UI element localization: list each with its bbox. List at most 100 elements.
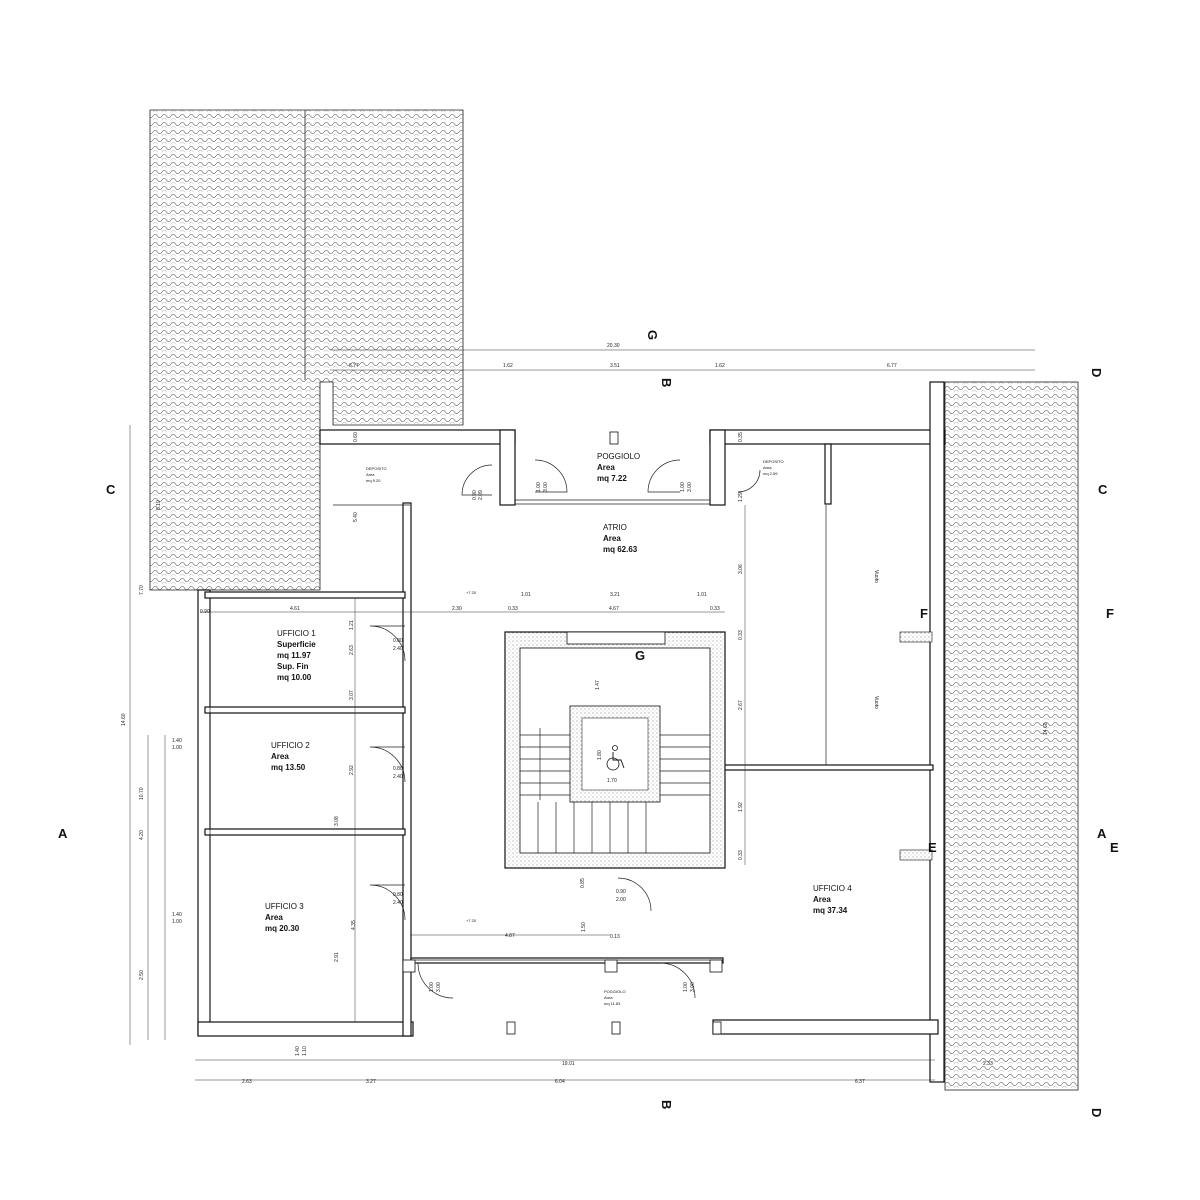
dim-top-3: 3.51 — [610, 363, 620, 369]
dim-stair-2: 3.21 — [610, 592, 620, 598]
dim-door-bal-4a: 1.00 — [683, 982, 689, 992]
dim-door-u2-h: 2.40 — [393, 774, 403, 780]
dim-right-2: 0.33 — [738, 630, 744, 640]
section-marker-b-top: B — [659, 378, 674, 387]
dim-mid-2: 2.30 — [452, 606, 462, 612]
ufficio4-area-label: Area — [813, 895, 831, 904]
deposito-left-area-value: mq 9.20 — [366, 478, 381, 483]
dimension-lines — [129, 349, 1035, 1081]
dim-mid-3: 0.33 — [508, 606, 518, 612]
atrio-area-value: mq 62.63 — [603, 545, 638, 554]
ufficio4-area-value: mq 37.34 — [813, 906, 848, 915]
dim-door-bal-2a: 1.00 — [680, 482, 686, 492]
void-label-upper: Vuoto — [873, 570, 879, 583]
dim-window-1a: 1.40 — [172, 738, 182, 744]
dim-stair-door-h: 2.00 — [616, 897, 626, 903]
section-marker-e-right: E — [1110, 840, 1119, 855]
dim-misc-4: 1.29 — [738, 492, 744, 502]
dim-misc-12: 0.90 — [472, 490, 478, 500]
dim-right-3: 2.67 — [738, 700, 744, 710]
dim-door-bal-3a: 1.00 — [429, 982, 435, 992]
deposito-left-area-label: Area — [366, 472, 375, 477]
dim-left-2: 10.70 — [139, 787, 145, 800]
dim-door-bal-1b: 3.00 — [543, 482, 549, 492]
dim-misc-6: 1.47 — [595, 680, 601, 690]
ufficio2-area-value: mq 13.50 — [271, 763, 306, 772]
dim-bottom-2: 3.27 — [366, 1079, 376, 1085]
ufficio3-area-label: Area — [265, 913, 283, 922]
section-marker-e-mid: E — [928, 840, 937, 855]
dim-misc-5: 0.35 — [738, 432, 744, 442]
section-marker-d-top: D — [1089, 368, 1104, 377]
dim-top-2: 1.62 — [503, 363, 513, 369]
deposito-right-area-value: mq 2.59 — [763, 471, 778, 476]
railing — [402, 431, 933, 1035]
poggiolo-bottom-name: POGGIOLO — [604, 989, 626, 994]
section-marker-f-mid: F — [920, 606, 928, 621]
poggiolo-top-area-label: Area — [597, 463, 615, 472]
dim-door-bal-4b: 3.00 — [690, 982, 696, 992]
roof-right — [944, 381, 1079, 1091]
dim-door-u3-h: 2.40 — [393, 900, 403, 906]
dim-top-total: 20.30 — [607, 343, 620, 349]
section-markers: C C A A E E F F G G B B D D — [58, 330, 1119, 1117]
dim-window-3b: 1.10 — [302, 1046, 308, 1056]
dim-stair-3: 1.01 — [697, 592, 707, 598]
dim-mid-4: 4.67 — [609, 606, 619, 612]
exterior-walls — [197, 381, 946, 1083]
dim-corridor: 4.87 — [505, 933, 515, 939]
dim-window-1b: 1.00 — [172, 745, 182, 751]
dim-misc-7: 1.80 — [597, 750, 603, 760]
dim-office-5: 3.08 — [334, 816, 340, 826]
section-marker-f-right: F — [1106, 606, 1114, 621]
room-labels: POGGIOLO Area mq 7.22 ATRIO Area mq 62.6… — [265, 452, 879, 1006]
dim-left-5: 7.70 — [139, 585, 145, 595]
dim-right-5: 0.33 — [738, 850, 744, 860]
ufficio1-line4: mq 10.00 — [277, 673, 312, 682]
poggiolo-bottom-area-value: mq 11.83 — [604, 1001, 621, 1006]
ufficio3-name: UFFICIO 3 — [265, 902, 304, 911]
dim-window-3a: 1.40 — [295, 1046, 301, 1056]
dim-right-1: 3.06 — [738, 564, 744, 574]
ufficio2-area-label: Area — [271, 752, 289, 761]
ufficio3-area-value: mq 20.30 — [265, 924, 300, 933]
dim-misc-10: 1.50 — [581, 922, 587, 932]
dim-misc-11: 0.13 — [610, 934, 620, 940]
dim-door-u2-w: 0.80 — [393, 766, 403, 772]
dim-office-4: 2.92 — [349, 765, 355, 775]
elevation-mark-lower: +7.20 — [466, 918, 477, 923]
section-marker-c-left: C — [106, 482, 116, 497]
dim-door-u3-w: 0.80 — [393, 892, 403, 898]
dim-misc-2: 0.90 — [200, 609, 210, 615]
void-label-lower: Vuoto — [873, 696, 879, 709]
dim-office-7: 2.91 — [334, 952, 340, 962]
stair-core — [504, 631, 726, 869]
dim-door-bal-3b: 3.00 — [436, 982, 442, 992]
dim-top-4: 1.62 — [715, 363, 725, 369]
dim-left-6: 5.10 — [156, 500, 162, 510]
dim-door-bal-2b: 3.00 — [687, 482, 693, 492]
section-marker-d-bottom: D — [1089, 1108, 1104, 1117]
dim-bottom-3: 6.04 — [555, 1079, 565, 1085]
ufficio1-line3: Sup. Fin — [277, 662, 309, 671]
dim-office-1: 1.21 — [349, 620, 355, 630]
dim-left-total: 14.60 — [121, 713, 127, 726]
ufficio1-line2: mq 11.97 — [277, 651, 311, 660]
dim-left-4: 2.50 — [139, 970, 145, 980]
dim-mid-5: 0.33 — [710, 606, 720, 612]
dim-misc-14: 14.60 — [1043, 722, 1049, 735]
dim-stair-door-w: 0.90 — [616, 889, 626, 895]
ufficio1-line1: Superficie — [277, 640, 316, 649]
elevation-mark-upper: +7.20 — [466, 590, 477, 595]
deposito-left-name: DEPOSITO — [366, 466, 387, 471]
wheelchair-icon — [606, 745, 625, 771]
section-marker-g-top: G — [645, 330, 660, 340]
dim-door-u1-h: 2.40 — [393, 646, 403, 652]
dim-window-2b: 1.00 — [172, 919, 182, 925]
dim-door-bal-1a: 1.00 — [536, 482, 542, 492]
dim-office-2: 2.63 — [349, 645, 355, 655]
doors — [369, 459, 761, 999]
poggiolo-top-area-value: mq 7.22 — [597, 474, 627, 483]
poggiolo-bottom-area-label: Area — [604, 995, 613, 1000]
